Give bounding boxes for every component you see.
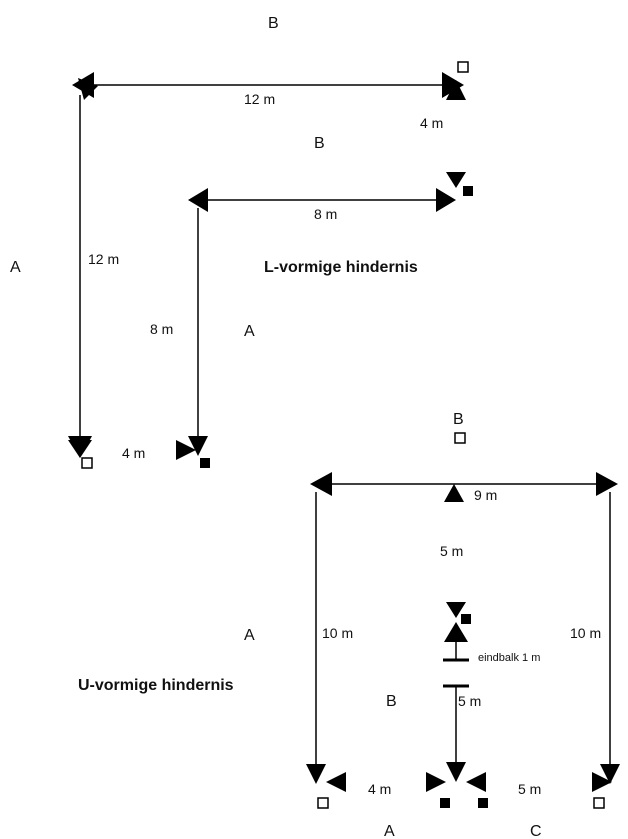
filled-square-marker-icon bbox=[463, 186, 473, 196]
l-bottom-gap: 4 m bbox=[122, 445, 145, 461]
open-square-marker-icon bbox=[454, 432, 466, 444]
cone-icon bbox=[426, 772, 446, 792]
arrowhead-down bbox=[600, 764, 620, 784]
arrowhead-left bbox=[188, 188, 208, 212]
cone-icon bbox=[176, 440, 196, 460]
arrowhead-left bbox=[310, 472, 332, 496]
l-obstacle-title: L-vormige hindernis bbox=[264, 259, 418, 276]
l-inner-top-letter: B bbox=[314, 135, 325, 152]
u-lower-length: 5 m bbox=[458, 693, 481, 709]
filled-square-marker-icon bbox=[200, 458, 210, 468]
l-inner-side-length: 8 m bbox=[150, 321, 173, 337]
u-left-letter: A bbox=[244, 627, 255, 644]
arrowhead-down bbox=[306, 764, 326, 784]
l-outer-side-length: 12 m bbox=[88, 251, 119, 267]
arrowhead-right bbox=[442, 72, 464, 98]
filled-square-marker-icon bbox=[440, 798, 450, 808]
filled-square-marker-icon bbox=[461, 614, 471, 624]
l-obstacle: B 12 m 4 m B 8 m A 12 m L-vormige hinder… bbox=[10, 15, 473, 469]
cone-icon bbox=[446, 172, 466, 188]
cone-icon bbox=[444, 484, 464, 502]
arrowhead-down bbox=[188, 436, 208, 456]
u-obstacle-title: U-vormige hindernis bbox=[78, 677, 234, 694]
open-square-marker-icon bbox=[593, 797, 605, 809]
cone-icon bbox=[446, 602, 466, 618]
l-corner-gap: 4 m bbox=[420, 115, 443, 131]
open-square-marker-icon bbox=[317, 797, 329, 809]
u-right-length: 10 m bbox=[570, 625, 601, 641]
filled-square-marker-icon bbox=[478, 798, 488, 808]
l-outer-top-letter: B bbox=[268, 15, 279, 32]
u-top-length: 9 m bbox=[474, 487, 497, 503]
cone-icon bbox=[466, 772, 486, 792]
arrowhead-right bbox=[436, 188, 456, 212]
u-bottom-left-gap: 4 m bbox=[368, 781, 391, 797]
arrowhead-right bbox=[596, 472, 618, 496]
cone-icon bbox=[444, 622, 468, 642]
u-obstacle: B 9 m 5 m A 10 m 10 m eindbalk 1 m U-vor… bbox=[78, 411, 620, 839]
u-middle-length: 5 m bbox=[440, 543, 463, 559]
u-left-length: 10 m bbox=[322, 625, 353, 641]
l-inner-side-letter: A bbox=[244, 323, 255, 340]
l-inner-top-length: 8 m bbox=[314, 206, 337, 222]
u-bottom-letter-a: A bbox=[384, 823, 395, 839]
end-beam-label: eindbalk 1 m bbox=[478, 652, 540, 664]
u-bottom-right-gap: 5 m bbox=[518, 781, 541, 797]
cone-icon bbox=[68, 440, 92, 458]
cone-icon bbox=[326, 772, 346, 792]
cone-icon bbox=[592, 772, 612, 792]
cone-icon bbox=[446, 80, 466, 100]
arrowhead-down bbox=[446, 762, 466, 782]
u-top-letter: B bbox=[453, 411, 464, 428]
open-square-marker-icon bbox=[457, 61, 469, 73]
corner-marker-icon bbox=[78, 78, 98, 100]
open-square-marker-icon bbox=[81, 457, 93, 469]
u-inner-letter: B bbox=[386, 693, 397, 710]
u-bottom-letter-c: C bbox=[530, 823, 542, 839]
l-outer-top-length: 12 m bbox=[244, 91, 275, 107]
l-outer-side-letter: A bbox=[10, 259, 21, 276]
